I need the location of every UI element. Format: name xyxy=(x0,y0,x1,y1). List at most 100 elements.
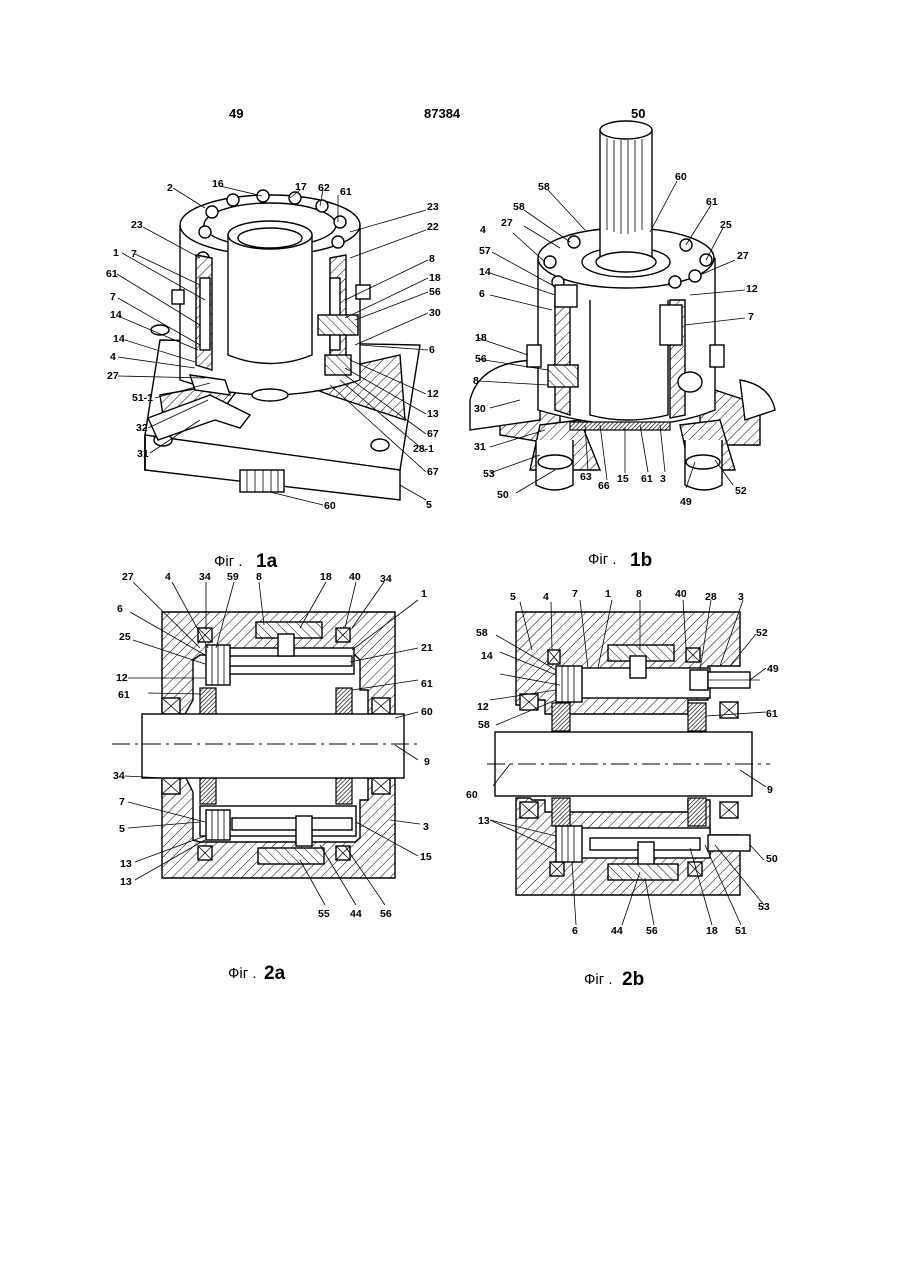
fig1a-label: 62 xyxy=(318,182,330,194)
fig2b-label: 58 xyxy=(478,719,490,731)
fig1b-label: 63 xyxy=(580,471,592,483)
fig1a-label: 60 xyxy=(324,500,336,512)
fig2b-label: 13 xyxy=(478,815,490,827)
fig1a-label: 23 xyxy=(131,219,143,231)
fig2b-label: 3 xyxy=(738,591,744,603)
fig2b-label: 8 xyxy=(636,588,642,600)
fig2a-label: 60 xyxy=(421,706,433,718)
fig1b-label: 61 xyxy=(641,473,653,485)
fig1b-label: 53 xyxy=(483,468,495,480)
fig1b-label: 3 xyxy=(660,473,666,485)
fig2a-label: 15 xyxy=(420,851,432,863)
fig2a-label: 27 xyxy=(122,571,134,583)
fig2a-label: 8 xyxy=(256,571,262,583)
figure-1b: 58 60 58 27 4 57 14 6 18 56 8 30 31 53 5… xyxy=(470,121,775,571)
fig1a-label: 16 xyxy=(212,178,224,190)
figure-1a: 2 16 17 62 61 23 22 23 7 1 61 7 14 14 4 … xyxy=(106,178,441,572)
fig1b-label: 25 xyxy=(720,219,732,231)
fig2b-label: 53 xyxy=(758,901,770,913)
fig2b-label: 7 xyxy=(572,588,578,600)
fig2a-label: 13 xyxy=(120,858,132,870)
fig1b-label: 50 xyxy=(497,489,509,501)
fig1a-label: 7 xyxy=(131,248,137,260)
fig2b-label: 52 xyxy=(756,627,768,639)
fig1b-label: 15 xyxy=(617,473,629,485)
fig1b-label: 8 xyxy=(473,375,479,387)
fig1b-label: 58 xyxy=(513,201,525,213)
fig2a-label: 21 xyxy=(421,642,433,654)
fig1a-label: 28-1 xyxy=(413,443,434,455)
fig1b-label: 57 xyxy=(479,245,491,257)
fig2a-label: 3 xyxy=(423,821,429,833)
fig1b-label: 66 xyxy=(598,480,610,492)
fig1a-label: 56 xyxy=(429,286,441,298)
fig2a-label: 55 xyxy=(318,908,330,920)
fig1a-label: 5 xyxy=(426,499,432,511)
fig1a-label: 12 xyxy=(427,388,439,400)
fig1a-label: 67 xyxy=(427,466,439,478)
fig1b-caption-prefix: Фіг . xyxy=(588,551,617,568)
fig2a-label: 6 xyxy=(117,603,123,615)
fig2b-label: 1 xyxy=(605,588,611,600)
figure-2b: 5 4 7 1 8 40 28 3 58 52 14 49 12 58 61 6… xyxy=(466,588,779,990)
fig1b-label: 14 xyxy=(479,266,491,278)
fig1b-label: 6 xyxy=(479,288,485,300)
fig2b-caption-prefix: Фіг . xyxy=(584,971,613,988)
fig1b-label: 60 xyxy=(675,171,687,183)
fig1a-label: 8 xyxy=(429,253,435,265)
fig1b-label: 61 xyxy=(706,196,718,208)
fig1b-label: 31 xyxy=(474,441,486,453)
fig1a-label: 23 xyxy=(427,201,439,213)
fig1b-label: 52 xyxy=(735,485,747,497)
fig1a-label: 67 xyxy=(427,428,439,440)
fig1b-label: 4 xyxy=(480,224,486,236)
fig2b-label: 5 xyxy=(510,591,516,603)
fig2b-label: 9 xyxy=(767,784,773,796)
fig1a-label: 1 xyxy=(113,247,119,259)
fig1b-label: 12 xyxy=(746,283,758,295)
fig1a-label: 31 xyxy=(137,448,149,460)
fig1a-label: 27 xyxy=(107,370,119,382)
fig1b-label: 58 xyxy=(538,181,550,193)
fig1a-label: 2 xyxy=(167,182,173,194)
fig1a-label: 13 xyxy=(427,408,439,420)
fig1b-label: 49 xyxy=(680,496,692,508)
fig1a-label: 22 xyxy=(427,221,439,233)
fig1b-label: 18 xyxy=(475,332,487,344)
fig2b-label: 56 xyxy=(646,925,658,937)
fig2a-label: 18 xyxy=(320,571,332,583)
fig1a-label: 7 xyxy=(110,291,116,303)
figure-2a: 27 4 34 59 8 18 40 34 6 1 25 21 12 61 61… xyxy=(112,571,433,984)
fig2b-label: 14 xyxy=(481,650,493,662)
fig2b-label: 49 xyxy=(767,663,779,675)
fig2b-label: 18 xyxy=(706,925,718,937)
fig2a-label: 40 xyxy=(349,571,361,583)
fig1a-caption-number: 1a xyxy=(256,551,278,572)
fig2b-label: 28 xyxy=(705,591,717,603)
fig1a-label: 4 xyxy=(110,351,116,363)
fig2b-label: 60 xyxy=(466,789,478,801)
fig2b-label: 44 xyxy=(611,925,623,937)
fig1a-label: 14 xyxy=(113,333,125,345)
fig2a-label: 34 xyxy=(113,770,125,782)
fig2a-label: 61 xyxy=(118,689,130,701)
fig2a-label: 4 xyxy=(165,571,171,583)
fig2b-label: 61 xyxy=(766,708,778,720)
fig1a-label: 6 xyxy=(429,344,435,356)
fig2a-label: 13 xyxy=(120,876,132,888)
fig2a-label: 7 xyxy=(119,796,125,808)
fig2b-caption-number: 2b xyxy=(622,969,644,990)
fig1b-label: 27 xyxy=(737,250,749,262)
fig1a-label: 61 xyxy=(106,268,118,280)
fig1b-label: 30 xyxy=(474,403,486,415)
fig2b-label: 4 xyxy=(543,591,549,603)
fig1b-caption-number: 1b xyxy=(630,550,652,571)
fig2a-label: 44 xyxy=(350,908,362,920)
fig1a-label: 32 xyxy=(136,422,148,434)
fig2b-label: 40 xyxy=(675,588,687,600)
fig2b-label: 6 xyxy=(572,925,578,937)
fig1a-caption-prefix: Фіг . xyxy=(214,553,243,570)
fig2a-label: 61 xyxy=(421,678,433,690)
fig1a-label: 30 xyxy=(429,307,441,319)
